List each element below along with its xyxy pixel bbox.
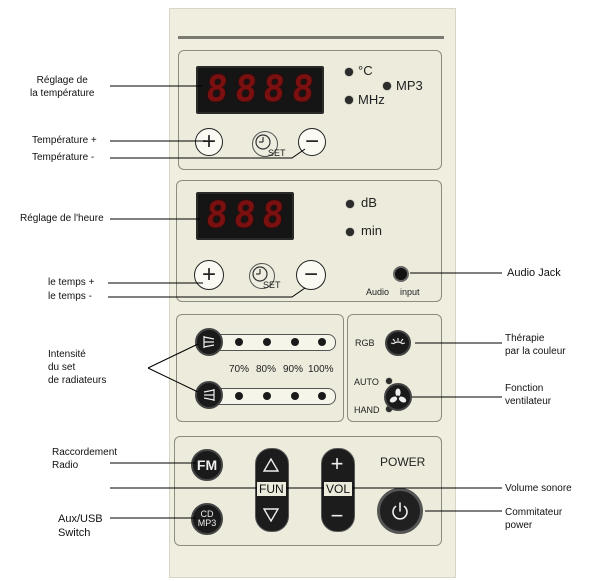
rgb-label: RGB — [355, 338, 375, 348]
label-temp-minus: Température - — [32, 152, 95, 163]
level-led — [291, 338, 299, 346]
vol-down-button[interactable]: − — [324, 503, 350, 529]
fm-button[interactable]: FM — [191, 449, 223, 481]
label-temp-plus: Température + — [32, 135, 97, 146]
fun-label: FUN — [257, 482, 286, 496]
fm-label: FM — [196, 457, 218, 473]
level-led — [263, 392, 271, 400]
celsius-led — [345, 68, 353, 76]
min-led — [346, 228, 354, 236]
label-aux: Aux/USB Switch — [58, 513, 103, 539]
min-label: min — [361, 223, 382, 238]
temp-digit: 8 — [232, 69, 259, 110]
temp-digit: 8 — [261, 69, 288, 110]
hand-led — [386, 406, 392, 412]
level-led — [263, 338, 271, 346]
label-time-setting: Réglage de l'heure — [20, 213, 104, 224]
fan-button[interactable] — [384, 383, 412, 411]
time-display: 8 8 8 — [196, 192, 294, 240]
level-led — [235, 392, 243, 400]
plus-icon: + — [201, 261, 216, 288]
level-70: 70% — [229, 364, 250, 375]
label-time-minus: le temps - — [48, 291, 92, 302]
time-minus-button[interactable]: − — [296, 260, 326, 290]
power-label: POWER — [380, 455, 426, 469]
db-label: dB — [361, 195, 377, 210]
cd-mp3-button[interactable]: CD MP3 — [191, 503, 223, 535]
panel-top-divider — [178, 36, 444, 39]
time-digit: 8 — [204, 195, 231, 236]
input-label: input — [400, 287, 420, 297]
temp-minus-button[interactable]: − — [298, 128, 326, 156]
mhz-led — [345, 96, 353, 104]
minus-icon: − — [303, 261, 318, 288]
temp-digit: 8 — [289, 69, 316, 110]
auto-led — [386, 378, 392, 384]
minus-icon: − — [304, 128, 319, 155]
db-led — [346, 200, 354, 208]
time-set-button[interactable] — [249, 263, 275, 289]
minus-icon: − — [330, 503, 344, 528]
cd-label: CD — [200, 509, 214, 519]
temp-digit: 8 — [204, 69, 231, 110]
light-rays-icon — [390, 338, 406, 345]
auto-label: AUTO — [354, 377, 379, 387]
triangle-down-icon — [263, 508, 279, 522]
mp3-led — [383, 82, 391, 90]
label-fan-function: Fonction ventilateur — [505, 383, 552, 407]
label-audio-jack: Audio Jack — [507, 267, 561, 279]
vol-up-button[interactable]: + — [324, 451, 350, 477]
celsius-label: °C — [358, 63, 373, 78]
label-volume: Volume sonore — [505, 483, 572, 494]
mp3-label: MP3 — [396, 78, 423, 93]
level-80: 80% — [256, 364, 277, 375]
time-plus-button[interactable]: + — [194, 260, 224, 290]
mhz-label: MHz — [358, 92, 385, 107]
time-set-label: SET — [263, 280, 281, 290]
label-therapy: Thérapie par la couleur — [505, 333, 566, 357]
heater-icon — [203, 336, 215, 348]
hand-label: HAND — [354, 405, 380, 415]
level-led — [291, 392, 299, 400]
temp-plus-button[interactable]: + — [195, 128, 223, 156]
level-led — [318, 338, 326, 346]
level-100: 100% — [308, 364, 334, 375]
audio-jack[interactable] — [393, 266, 409, 282]
temp-set-label: SET — [268, 148, 286, 158]
label-power: Commitateur power — [505, 507, 563, 531]
clock-set-icon — [252, 266, 268, 282]
temperature-display: 8 8 8 8 — [196, 66, 324, 114]
rgb-therapy-button[interactable] — [385, 330, 411, 356]
label-radio: Raccordement Radio — [52, 447, 118, 471]
power-button[interactable] — [377, 488, 423, 534]
heater-icon — [203, 389, 215, 401]
plus-icon: + — [201, 128, 216, 155]
level-led — [235, 338, 243, 346]
radiator-button-1[interactable] — [195, 328, 223, 356]
radiator-button-2[interactable] — [195, 381, 223, 409]
time-digit: 8 — [260, 195, 287, 236]
plus-icon: + — [330, 451, 344, 476]
triangle-up-icon — [263, 458, 279, 472]
fun-up-button[interactable] — [258, 452, 284, 478]
level-90: 90% — [283, 364, 304, 375]
mp3-switch-label: MP3 — [197, 518, 217, 528]
level-led — [318, 392, 326, 400]
audio-label: Audio — [366, 287, 390, 297]
fan-icon — [389, 388, 407, 403]
time-digit: 8 — [232, 195, 259, 236]
vol-label: VOL — [324, 482, 353, 496]
power-icon — [392, 502, 408, 520]
fun-down-button[interactable] — [258, 502, 284, 528]
label-intensity: Intensité du set de radiateurs — [48, 349, 107, 386]
label-temp-setting: Réglage de la température — [30, 75, 95, 99]
label-time-plus: le temps + — [48, 277, 95, 288]
